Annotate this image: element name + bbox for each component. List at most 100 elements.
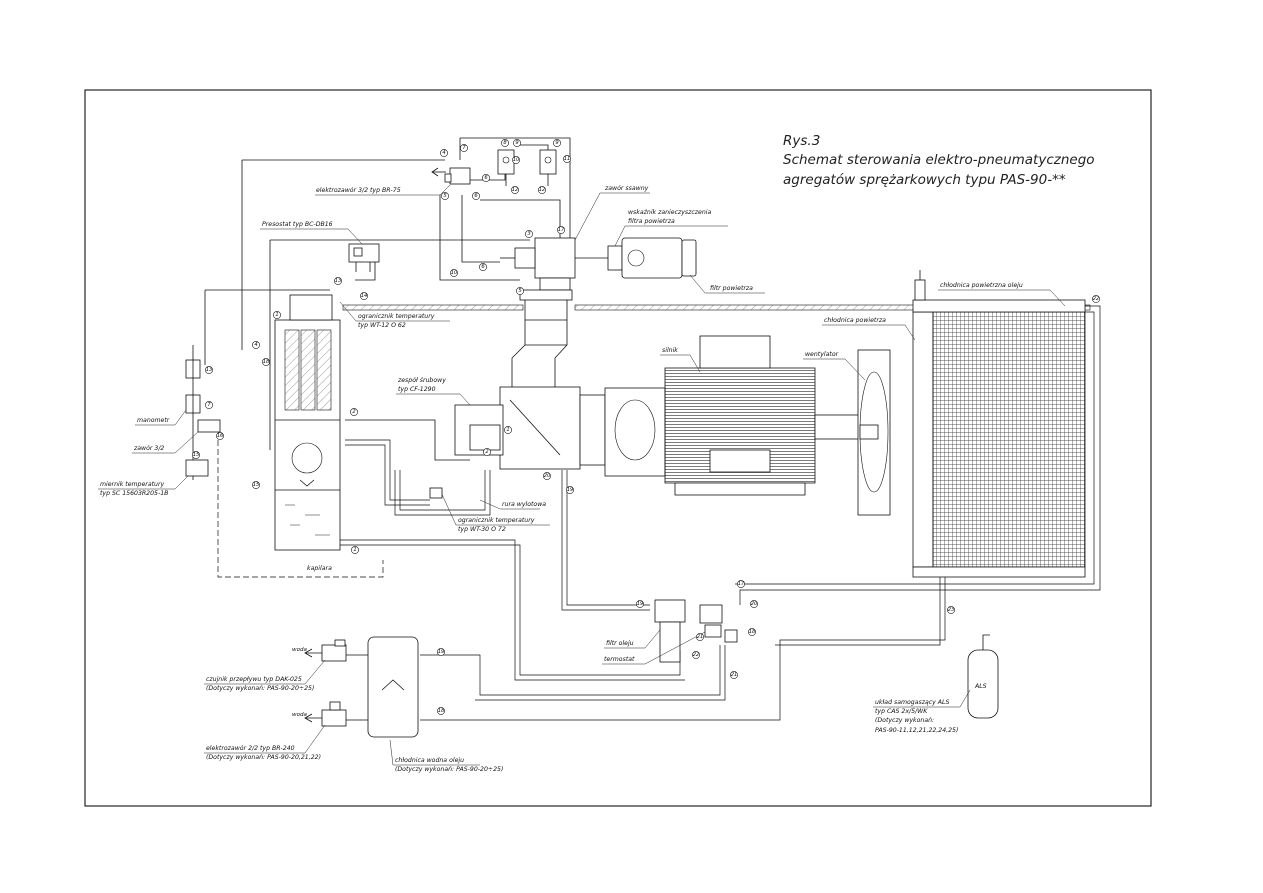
thermostat-valve[interactable] — [699, 604, 738, 643]
callout-7: 7 — [462, 145, 466, 151]
callout-3: 3 — [527, 231, 530, 237]
oil-separator-tank[interactable] — [274, 294, 341, 551]
callout-17b: 17 — [738, 581, 745, 587]
label-elektrozawor-3-2: elektrozawór 3/2 typ BR-75 — [316, 186, 401, 194]
callout-4: 4 — [442, 150, 445, 156]
callout-21: 21 — [731, 672, 738, 678]
label-woda-1: woda — [292, 647, 308, 653]
pneumatic-actuator-1[interactable] — [497, 149, 515, 186]
solenoid-valve-3-2[interactable] — [431, 167, 471, 185]
label-chlodnica-wodna-a: chłodnica wodna oleju — [395, 757, 464, 764]
callout-2: 2 — [352, 409, 355, 415]
label-wentylator: wentylator — [805, 350, 839, 358]
callout-20: 20 — [544, 473, 551, 479]
label-ogranicznik-1-a: ogranicznik temperatury — [358, 312, 435, 320]
water-oil-cooler[interactable] — [345, 636, 419, 738]
drawing-frame — [84, 89, 1152, 807]
callout-2b: 2 — [485, 449, 488, 455]
figure-title-line1: Schemat sterowania elektro-pneumatyczneg… — [783, 152, 1095, 168]
callout-22b: 22 — [1093, 296, 1100, 302]
label-miernik-b: typ SC 15603R205-1B — [100, 489, 168, 497]
callout-21b: 21 — [697, 634, 704, 640]
label-als-c: (Dotyczy wykonań: — [875, 716, 934, 724]
discharge-duct — [511, 289, 573, 395]
pressure-gauges[interactable] — [185, 345, 201, 480]
label-rura-wylotowa: rura wylotowa — [502, 500, 546, 508]
callout-9b: 9 — [555, 140, 558, 146]
als-tag: ALS — [974, 683, 987, 690]
pressure-switch[interactable] — [348, 243, 380, 272]
title-block: Rys.3 Schemat sterowania elektro-pneumat… — [783, 133, 1095, 188]
air-filter[interactable] — [607, 237, 697, 279]
callout-4b: 4 — [254, 342, 257, 348]
callout-5b: 5 — [518, 288, 522, 294]
temperature-gauge[interactable] — [185, 459, 209, 477]
figure-title-line2: agregatów sprężarkowych typu PAS-90-** — [783, 172, 1066, 188]
label-chlodnica-wodna-b: (Dotyczy wykonań: PAS-90-20÷25) — [395, 765, 503, 773]
label-zespol-b: typ CF-1290 — [398, 385, 436, 393]
label-chlodnica-powietrza: chłodnica powietrza — [824, 316, 886, 324]
screw-compressor[interactable] — [454, 386, 666, 477]
label-miernik-a: miernik temperatury — [100, 480, 165, 488]
label-zawor-32: zawór 3/2 — [133, 444, 164, 452]
label-als-b: typ CAS 2x/5/WK — [875, 707, 928, 715]
callout-19: 19 — [567, 487, 574, 493]
callout-6: 6 — [484, 175, 488, 181]
electric-motor[interactable] — [664, 335, 861, 496]
callout-14: 14 — [361, 293, 368, 299]
flow-sensor[interactable] — [304, 639, 347, 662]
callout-6b: 6 — [474, 193, 478, 199]
suction-valve[interactable] — [500, 237, 608, 291]
solenoid-valve-2-2[interactable] — [304, 701, 347, 727]
label-ogranicznik-2-b: typ WT-30 O 72 — [458, 525, 506, 533]
pneumatic-actuator-2[interactable] — [539, 149, 557, 186]
callout-12b: 12 — [539, 187, 546, 193]
callout-19c: 19 — [438, 649, 445, 655]
cooler-pipes — [420, 305, 1101, 721]
callout-13b: 13 — [206, 367, 213, 373]
callout-9: 9 — [515, 140, 518, 146]
callout-18b: 18 — [749, 629, 756, 635]
label-als-a: układ samogaszący ALS — [875, 699, 949, 706]
callout-7b: 7 — [207, 402, 211, 408]
label-ogranicznik-1-b: typ WT-12 O 62 — [358, 321, 406, 329]
als-fire-suppression[interactable]: ALS — [967, 634, 999, 719]
callout-22: 22 — [693, 652, 700, 658]
callout-15: 15 — [193, 452, 200, 458]
label-wskaznik-a: wskaźnik zanieczyszczenia — [628, 208, 711, 216]
callout-18: 18 — [263, 359, 270, 365]
label-czujnik-a: czujnik przepływu typ DAK-025 — [206, 675, 302, 683]
label-wskaznik-b: filtra powietrza — [628, 217, 675, 225]
label-ogranicznik-2-a: ogranicznik temperatury — [458, 516, 535, 524]
callout-8: 8 — [503, 140, 507, 146]
callout-16: 16 — [217, 433, 224, 439]
label-czujnik-b: (Dotyczy wykonań: PAS-90-20÷25) — [206, 684, 314, 692]
label-filtr-powietrza: filtr powietrza — [710, 284, 753, 292]
label-chlodnica-powietrzna-oleju: chłodnica powietrzna oleju — [940, 281, 1023, 289]
label-presostat: Presostat typ BC-DB16 — [262, 220, 333, 228]
callout-23: 23 — [948, 607, 955, 613]
oil-filter[interactable] — [654, 599, 686, 663]
callout-17: 17 — [558, 227, 565, 233]
label-als-d: PAS-90-11,12,21,22,24,25) — [875, 727, 958, 734]
label-filtr-oleju: filtr oleju — [606, 639, 634, 647]
callout-1b: 1 — [353, 547, 356, 553]
label-silnik: silnik — [662, 347, 678, 354]
callout-19b: 19 — [637, 601, 644, 607]
callout-10: 10 — [513, 157, 520, 163]
label-zawor-ssawny: zawór ssawny — [604, 184, 649, 192]
callout-1: 1 — [275, 312, 278, 318]
air-oil-cooler[interactable] — [912, 299, 1086, 578]
temperature-limiter-2[interactable] — [429, 487, 443, 499]
cooling-fan[interactable] — [857, 349, 891, 516]
capillary-line — [217, 440, 384, 578]
callout-5: 5 — [443, 193, 447, 199]
label-kapilara: kapilara — [307, 565, 332, 572]
valve-3-2[interactable] — [197, 419, 221, 433]
callout-13: 13 — [335, 278, 342, 284]
cooler-top-valve[interactable] — [914, 270, 926, 301]
callout-numbers: 4 7 8 9 9 10 11 12 12 6 5 6 3 17 6 10 5 … — [192, 139, 1100, 715]
callout-18c: 18 — [438, 708, 445, 714]
callout-15b: 15 — [253, 482, 260, 488]
label-zespol-a: zespół śrubowy — [397, 376, 446, 384]
